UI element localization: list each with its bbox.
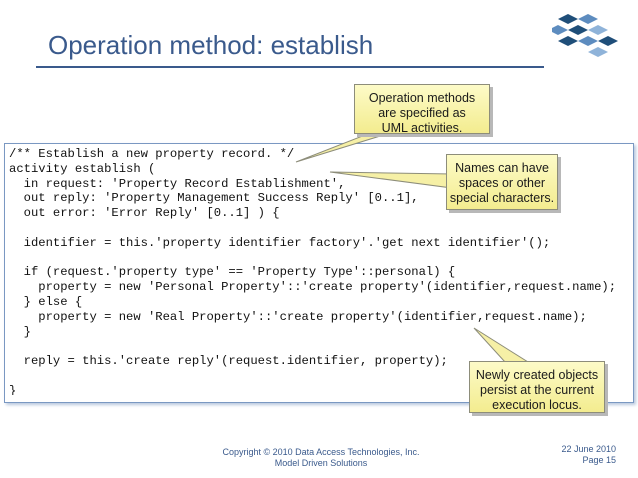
code-line: property = new 'Personal Property'::'cre… (9, 280, 617, 295)
code-line: identifier = this.'property identifier f… (9, 235, 551, 250)
code-line: activity establish ( (9, 161, 156, 176)
callout-text: special characters. (449, 191, 555, 205)
callout-text: Newly created objects (475, 368, 599, 382)
names-pointer (329, 171, 453, 189)
callout-text: spaces or other (458, 176, 546, 190)
company-text: Model Driven Solutions (274, 458, 368, 468)
callout-text: Operation methods (368, 91, 476, 105)
callout-text: are specified as (378, 106, 466, 120)
footer-page-info: 22 June 2010 Page 15 (520, 444, 616, 466)
code-line: out error: 'Error Reply' [0..1] ) { (9, 206, 280, 221)
slide-title: Operation method: establish (48, 30, 374, 60)
footer-copyright: Copyright © 2010 Data Access Technologie… (190, 447, 452, 469)
callout-text: UML activities. (381, 121, 463, 135)
code-line: reply = this.'create reply'(request.iden… (9, 354, 448, 369)
callout-operation-methods: Operation methods are specified as UML a… (354, 84, 490, 135)
callout-text: execution locus. (492, 398, 582, 412)
code-line: if (request.'property type' == 'Property… (9, 265, 456, 280)
callout-text: persist at the current (480, 383, 594, 397)
date-text: 22 June 2010 (561, 444, 616, 454)
code-line: in request: 'Property Record Establishme… (9, 176, 346, 191)
blue-cube-logo-icon (552, 14, 618, 57)
code-line: } (9, 383, 17, 395)
title-underline (36, 66, 544, 68)
page-number: Page 15 (582, 455, 616, 465)
code-line: /** Establish a new property record. */ (9, 147, 295, 161)
copyright-text: Copyright © 2010 Data Access Technologie… (222, 447, 420, 457)
code-line: out reply: 'Property Management Success … (9, 191, 419, 206)
callout-names: Names can have spaces or other special c… (446, 154, 558, 210)
callout-text: Names can have (455, 161, 549, 175)
activity-code-block: /** Establish a new property record. */a… (9, 147, 633, 395)
newly-created-pointer (473, 327, 530, 363)
code-line: } else { (9, 294, 83, 309)
callout-newly-created: Newly created objects persist at the cur… (469, 361, 605, 413)
code-line: } (9, 324, 31, 339)
code-line: property = new 'Real Property'::'create … (9, 309, 587, 324)
